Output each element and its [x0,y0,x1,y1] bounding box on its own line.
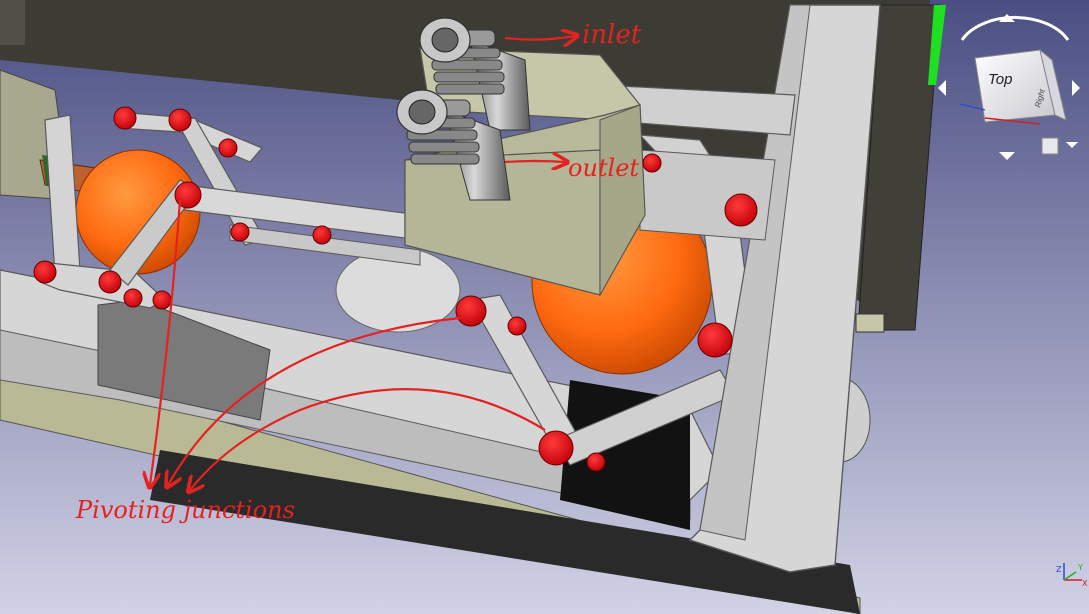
right-dark-panel [857,4,941,331]
navcube-axis-y [959,103,986,111]
top-left-block [0,0,25,45]
dark-back-panel [0,0,930,330]
pivoting-junctions-label: Pivoting junctions [75,496,295,524]
pivot-pin [642,153,662,173]
navcube-face-right[interactable] [1039,48,1067,121]
pivot-pin [33,260,57,284]
pivot-pin [230,222,250,242]
navcube-arrow-right[interactable] [1072,80,1080,96]
inlet-arrow [504,36,575,40]
navcube-menu-arrow[interactable] [1066,142,1078,148]
pivot-pin [724,193,758,227]
navcube-arrow-down[interactable] [999,152,1015,160]
navcube-top-label: Top [988,71,1012,88]
pivot-pins [33,106,758,472]
inlet-label: inlet [582,20,642,50]
pivot-arrow-2 [168,316,461,485]
pivot-pin [152,290,172,310]
navcube-arrow-left[interactable] [938,80,946,96]
navcube-axis-x [984,117,1041,125]
pivot-pin [507,316,527,336]
cover-right [599,104,646,297]
outlet-arrow [504,161,565,162]
pivot-pin [586,452,606,472]
pivot-pin [312,225,332,245]
pivot-pin [168,108,192,132]
pivot-pin [113,106,137,130]
pivot-pin [697,322,733,358]
axis-triad: Z Y X [1056,563,1088,588]
pivot-pin [123,288,143,308]
outlet-pipe [396,89,511,201]
inlet-pipe [419,17,531,131]
axis-y-label: Y [1077,563,1083,572]
navcube-orbit-ring[interactable] [960,15,1070,41]
pivot-arrow-3 [190,388,546,490]
navcube-mini-cube[interactable] [1041,137,1059,155]
pivot-pin [455,295,487,327]
small-bracket [855,313,885,333]
vertical-post-side [699,4,811,541]
green-edge [928,5,946,85]
navcube-arrow-up[interactable] [999,14,1015,22]
axis-z-label: Z [1056,565,1062,574]
pivot-arrow-1 [150,199,182,485]
base-rail-dark [150,450,860,614]
axis-x-label: X [1082,579,1088,588]
annotation-layer: inlet outlet Pivoting junctions [75,20,642,524]
pivot-pin [538,430,574,466]
pivot-pin [98,270,122,294]
outlet-label: outlet [568,154,639,182]
pivot-pin [174,181,202,209]
navigation-cube[interactable]: Top Right [938,14,1080,160]
long-bar-2 [229,224,421,266]
pivot-pin [218,138,238,158]
